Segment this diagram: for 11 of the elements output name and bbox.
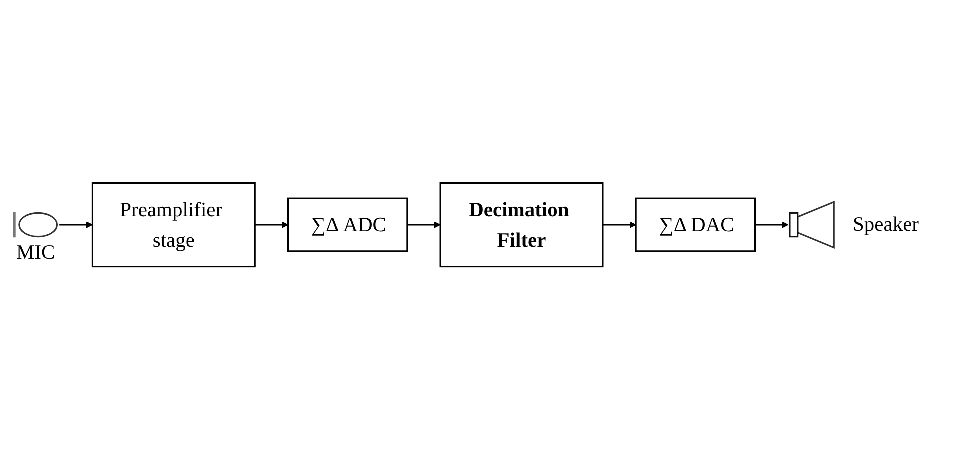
block-label: ∑Δ DAC [658, 212, 734, 238]
arrow [755, 222, 789, 228]
arrow [60, 222, 94, 228]
block-label: Decimation Filter [468, 197, 570, 254]
arrow [407, 222, 441, 228]
block-label: Preamplifier stage [119, 197, 224, 254]
block-label: ∑Δ ADC [310, 212, 386, 238]
icon-caption: Speaker [853, 214, 920, 236]
arrow [602, 222, 636, 228]
arrow [255, 222, 289, 228]
icon-caption: MIC [16, 242, 56, 265]
